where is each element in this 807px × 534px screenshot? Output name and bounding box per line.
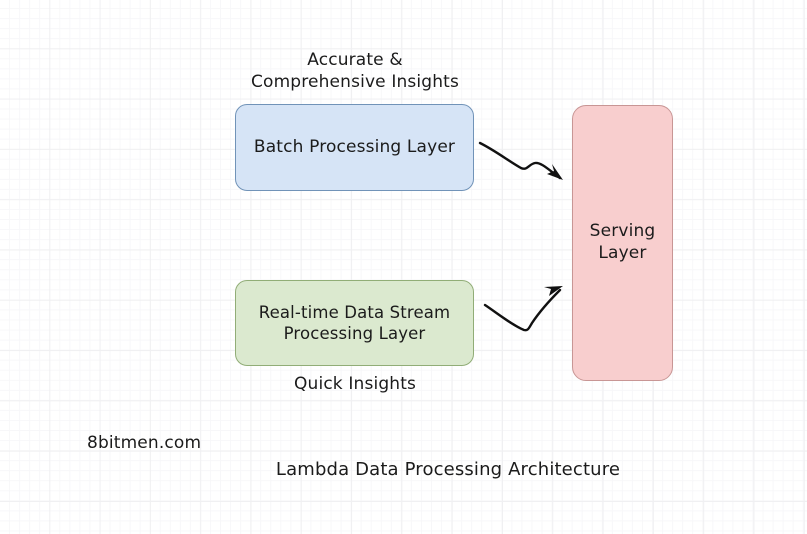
node-serving-layer[interactable]: Serving Layer	[572, 105, 673, 381]
edge-stream-to-serving	[483, 288, 562, 332]
annotation-accurate-comprehensive-insights: Accurate & Comprehensive Insights	[251, 50, 459, 93]
node-serving-label: Serving Layer	[589, 221, 656, 263]
node-stream-label: Real-time Data Stream Processing Layer	[258, 302, 451, 343]
arrowhead-batch-to-serving	[547, 164, 563, 180]
edge-batch-to-serving	[478, 141, 562, 180]
watermark-site-name: 8bitmen.com	[87, 433, 202, 453]
node-batch-processing-layer[interactable]: Batch Processing Layer	[235, 104, 474, 191]
annotation-quick-insights: Quick Insights	[293, 374, 417, 394]
diagram-caption-title: Lambda Data Processing Architecture	[275, 459, 621, 480]
node-realtime-stream-processing-layer[interactable]: Real-time Data Stream Processing Layer	[235, 280, 474, 366]
arrowhead-stream-to-serving	[544, 286, 563, 296]
node-batch-label: Batch Processing Layer	[253, 136, 456, 157]
